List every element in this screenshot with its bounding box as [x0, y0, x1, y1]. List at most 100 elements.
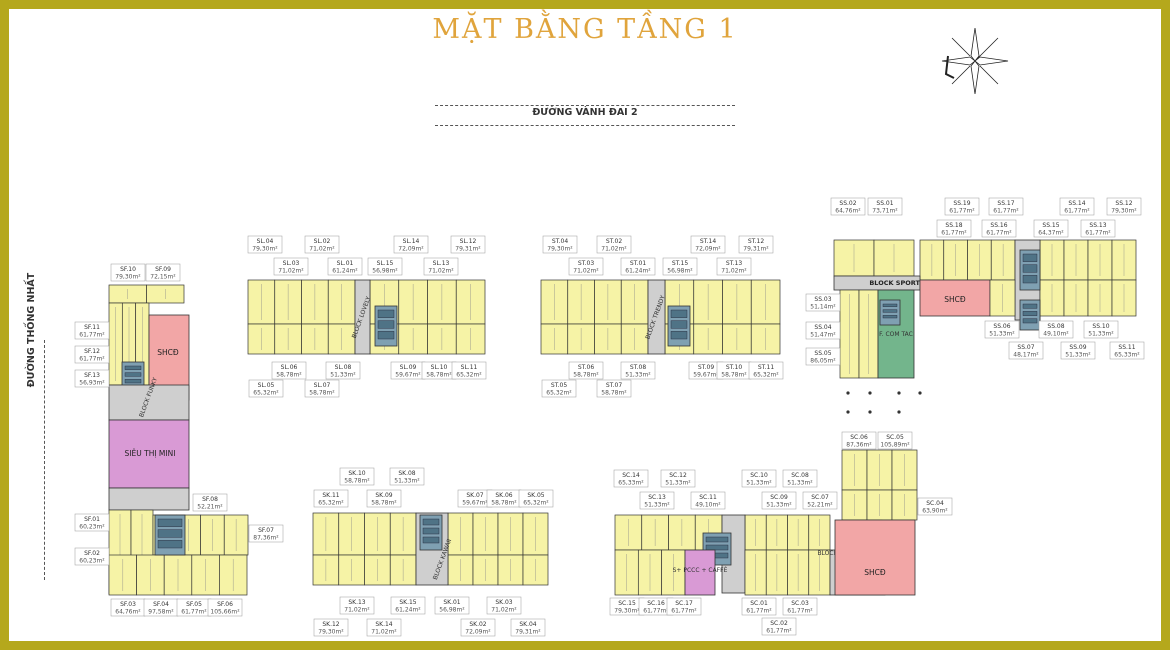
- unit-code-sc-06: SC.06: [850, 434, 868, 441]
- sf-top: [108, 284, 185, 304]
- unit-label-box-sl-01: [327, 257, 363, 276]
- unit-area-ss-15: 64,37m²: [1038, 230, 1064, 237]
- sf-mini: [108, 419, 190, 489]
- unit-code-ss-04: SS.04: [814, 324, 831, 331]
- unit-code-st-10: ST.10: [726, 364, 742, 371]
- unit-area-ss-09: 51,33m²: [1065, 352, 1091, 359]
- unit-area-sk-10: 58,78m²: [344, 478, 370, 485]
- unit-label-box-st-13: [716, 257, 752, 276]
- unit-area-sl-07: 58,78m²: [309, 390, 335, 397]
- unit-code-sc-01: SC.01: [750, 600, 768, 607]
- unit-code-ss-17: SS.17: [997, 200, 1014, 207]
- unit-code-sc-04: SC.04: [926, 500, 944, 507]
- unit-label-box-ss-14: [1059, 197, 1095, 216]
- unit-code-sl-10: SL.10: [431, 364, 448, 371]
- unit-label-box-sf-07: [248, 524, 284, 543]
- unit-code-sl-01: SL.01: [337, 260, 354, 267]
- unit-label-box-sf-01: [74, 513, 110, 532]
- unit-label-box-sc-07: [802, 491, 838, 510]
- unit-code-ss-05: SS.05: [814, 350, 831, 357]
- unit-area-sc-16: 61,77m²: [643, 608, 669, 615]
- sk-top-right: [447, 512, 549, 556]
- ss-top-right-unit: [1111, 239, 1137, 281]
- sl-bottom-left: [247, 323, 356, 355]
- unit-area-ss-18: 61,77m²: [941, 230, 967, 237]
- unit-code-sl-15: SL.15: [377, 260, 394, 267]
- unit-area-sc-12: 51,33m²: [665, 480, 691, 487]
- unit-area-sl-15: 56,98m²: [372, 268, 398, 275]
- unit-label-box-sf-10: [110, 263, 146, 282]
- unit-area-st-03: 71,02m²: [573, 268, 599, 275]
- unit-label-box-sl-15: [367, 257, 403, 276]
- unit-area-sl-08: 51,33m²: [330, 372, 356, 379]
- unit-label-box-ss-04: [805, 321, 841, 340]
- ss-dot-bottom: [868, 410, 872, 414]
- unit-code-sc-03: SC.03: [791, 600, 809, 607]
- unit-label-box-sc-12: [660, 469, 696, 488]
- unit-code-sc-08: SC.08: [791, 472, 809, 479]
- unit-label-box-sk-03: [486, 596, 522, 615]
- sc-bottom-left: [614, 549, 686, 596]
- unit-area-sk-12: 79,30m²: [318, 629, 344, 636]
- unit-code-sf-05: SF.05: [186, 601, 202, 608]
- sk-core-elevator: [422, 536, 440, 544]
- unit-area-sc-17: 61,77m²: [671, 608, 697, 615]
- unit-area-sf-03: 64,76m²: [115, 609, 141, 616]
- sc-shcd-label: SHCĐ: [864, 568, 886, 577]
- unit-code-sf-13: SF.13: [84, 372, 100, 379]
- unit-label-box-sl-04: [247, 235, 283, 254]
- ss-dot-bottom: [846, 410, 850, 414]
- ss-core-1-elevator: [1022, 253, 1038, 262]
- sk-bottom-left: [312, 554, 417, 586]
- unit-code-st-01: ST.01: [630, 260, 646, 267]
- unit-code-sf-02: SF.02: [84, 550, 100, 557]
- unit-area-sk-07: 59,67m²: [462, 500, 488, 507]
- unit-code-st-08: ST.08: [630, 364, 646, 371]
- unit-code-st-03: ST.03: [578, 260, 594, 267]
- unit-area-sc-01: 61,77m²: [746, 608, 772, 615]
- ss-core-1-elevator: [1022, 275, 1038, 284]
- unit-label-box-sl-07: [304, 379, 340, 398]
- unit-label-box-sl-14: [393, 235, 429, 254]
- unit-area-sk-04: 79,31m²: [515, 629, 541, 636]
- unit-code-ss-14: SS.14: [1068, 200, 1085, 207]
- unit-area-st-12: 79,31m²: [743, 246, 769, 253]
- unit-area-sf-06: 105,66m²: [210, 609, 240, 616]
- compass-icon: [940, 26, 1010, 96]
- unit-code-sl-12: SL.12: [460, 238, 477, 245]
- unit-area-sc-02: 61,77m²: [766, 628, 792, 635]
- unit-area-ss-19: 61,77m²: [949, 208, 975, 215]
- unit-label-box-sk-02: [460, 618, 496, 637]
- unit-area-sf-07: 87,36m²: [253, 535, 279, 542]
- page-title: MẶT BẰNG TẦNG 1: [432, 14, 738, 45]
- sc-core-elevator: [705, 544, 729, 551]
- unit-label-box-sc-14: [613, 469, 649, 488]
- unit-code-ss-09: SS.09: [1069, 344, 1086, 351]
- unit-label-box-ss-06: [984, 320, 1020, 339]
- unit-code-st-05: ST.05: [551, 382, 567, 389]
- unit-area-sf-08: 52,21m²: [197, 504, 223, 511]
- sl-top-left: [247, 279, 356, 325]
- sl-core-elevator: [377, 320, 395, 329]
- unit-code-sl-07: SL.07: [314, 382, 331, 389]
- sl-corridor: [354, 279, 371, 355]
- unit-label-box-sc-10: [741, 469, 777, 488]
- unit-area-sl-06: 58,78m²: [276, 372, 302, 379]
- unit-code-sl-05: SL.05: [258, 382, 275, 389]
- unit-area-ss-04: 51,47m²: [810, 332, 836, 339]
- unit-label-box-ss-05: [805, 347, 841, 366]
- unit-label-box-st-06: [568, 361, 604, 380]
- unit-area-sk-01: 56,98m²: [439, 607, 465, 614]
- ss-core-2-elevator: [1022, 303, 1038, 309]
- unit-label-box-sl-12: [450, 235, 486, 254]
- unit-area-ss-17: 61,77m²: [993, 208, 1019, 215]
- sc-core-elevator: [705, 536, 729, 543]
- unit-code-sk-13: SK.13: [348, 599, 365, 606]
- unit-code-st-02: ST.02: [606, 238, 622, 245]
- unit-area-sl-11: 65,32m²: [456, 372, 482, 379]
- unit-area-sc-14: 65,33m²: [618, 480, 644, 487]
- unit-area-sk-15: 61,24m²: [395, 607, 421, 614]
- unit-label-box-st-12: [738, 235, 774, 254]
- unit-area-sl-01: 61,24m²: [332, 268, 358, 275]
- ss-top-left: [833, 239, 915, 277]
